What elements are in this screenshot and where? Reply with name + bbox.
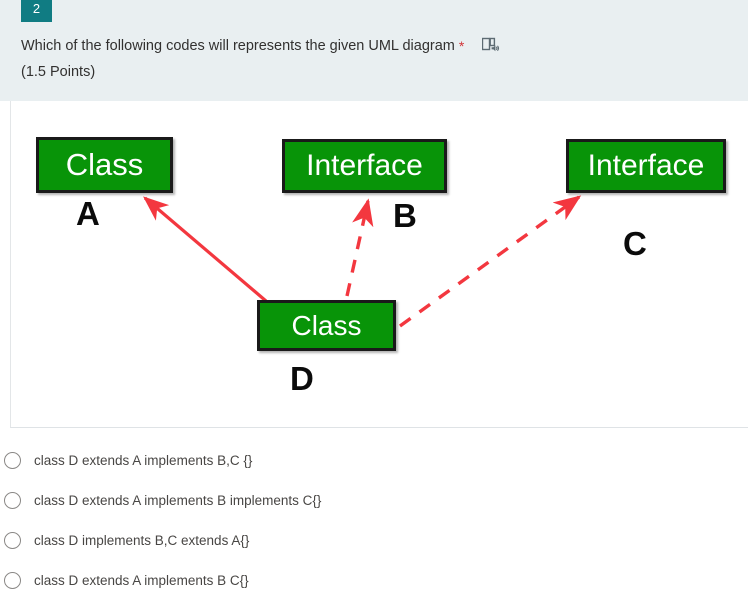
uml-label-c: C (623, 225, 647, 262)
question-text-block: Which of the following codes will repres… (21, 35, 721, 83)
uml-box-d: Class (257, 300, 396, 351)
answer-option-label-1: class D extends A implements B,C {} (34, 452, 253, 468)
answer-options-list: class D extends A implements B,C {} clas… (0, 440, 748, 600)
question-header: 2 Which of the following codes will repr… (0, 0, 748, 101)
answer-option-label-2: class D extends A implements B implement… (34, 492, 322, 508)
answer-option-1[interactable]: class D extends A implements B,C {} (0, 440, 748, 480)
uml-arrows-layer (143, 195, 582, 328)
question-points: (1.5 Points) (21, 64, 96, 80)
immersive-reader-icon[interactable] (482, 37, 500, 60)
uml-box-c: Interface (566, 139, 726, 193)
radio-button-2[interactable] (4, 491, 21, 509)
relation-d-to-c (399, 195, 582, 328)
question-prompt: Which of the following codes will repres… (21, 38, 455, 54)
uml-node-interface-b: Interface B (282, 139, 447, 232)
relation-d-to-a (143, 196, 268, 303)
uml-node-class-a: Class A (36, 137, 173, 230)
answer-option-label-4: class D extends A implements B C{} (34, 572, 249, 588)
uml-node-interface-c: Interface C (566, 139, 726, 260)
uml-label-b: B (393, 197, 417, 234)
radio-button-1[interactable] (4, 451, 21, 469)
uml-label-d: D (290, 360, 314, 397)
radio-button-4[interactable] (4, 571, 21, 589)
uml-box-a: Class (36, 137, 173, 193)
answer-option-3[interactable]: class D implements B,C extends A{} (0, 520, 748, 560)
uml-diagram-panel: Class A Interface B Interface C Class D (10, 101, 748, 428)
radio-button-3[interactable] (4, 531, 21, 549)
required-asterisk: * (458, 38, 465, 54)
relation-d-to-b (345, 198, 374, 297)
uml-node-class-d: Class D (257, 300, 396, 395)
question-prompt-line: Which of the following codes will repres… (21, 35, 721, 60)
answer-option-2[interactable]: class D extends A implements B implement… (0, 480, 748, 520)
answer-option-4[interactable]: class D extends A implements B C{} (0, 560, 748, 600)
uml-box-b: Interface (282, 139, 447, 193)
question-number-badge: 2 (21, 0, 52, 22)
uml-label-a: A (76, 195, 100, 232)
answer-option-label-3: class D implements B,C extends A{} (34, 532, 250, 548)
